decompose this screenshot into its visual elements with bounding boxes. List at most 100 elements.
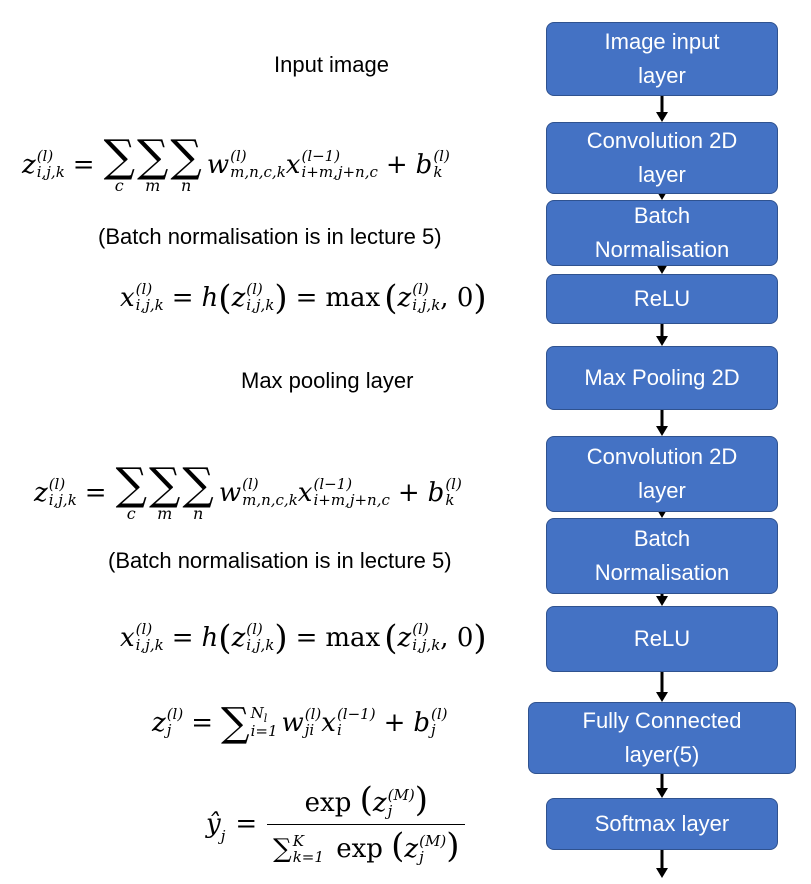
eq-fc-sum-top-sub: l	[263, 711, 268, 725]
box-softmax-label: Softmax layer	[594, 811, 730, 836]
eq-conv2-z-sup: (l)	[48, 475, 66, 494]
box-softmax: Softmax layer	[546, 798, 778, 850]
box-fully-connected-line2: layer(5)	[624, 742, 700, 767]
eq-relu1-z2-sup: (l)	[412, 280, 429, 299]
eq-relu2-h: h	[201, 623, 219, 653]
eq-conv1-x-sup: (l−1)	[301, 147, 341, 166]
box-batchnorm-2-line1: Batch	[633, 526, 691, 551]
eq-relu2-z-sup: (l)	[246, 620, 263, 639]
eq-relu2-zero: 0	[456, 623, 474, 653]
eq-relu1-z: z	[231, 283, 246, 313]
box-conv2d-1-line2: layer	[638, 162, 686, 187]
flow-arrow-head-8	[656, 692, 668, 702]
eq-conv1-b-sub: k	[433, 163, 443, 181]
eq-conv1-sum-m: m	[145, 175, 161, 195]
eq-conv2-sum-c: c	[126, 503, 136, 523]
eq-relu1-zero: 0	[456, 283, 474, 313]
eq-conv2-w-sub: m,n,c,k	[242, 491, 298, 509]
eq-softmax-den-z: z	[404, 833, 419, 864]
label-batchnorm-note-1: (Batch normalisation is in lecture 5)	[98, 224, 442, 249]
eq-conv1-z-sub: i,j,k	[36, 163, 65, 181]
eq-relu1-x-sub: i,j,k	[135, 296, 164, 314]
eq-relu2-z2: z	[397, 623, 412, 653]
eq-fc-sum-top: N	[250, 703, 264, 722]
eq-softmax-num-z: z	[372, 787, 387, 818]
eq-conv1-b: b	[415, 150, 433, 180]
eq-fc-sum-bottom: i=1	[250, 722, 278, 741]
eq-fc-z-sub: j	[166, 721, 172, 739]
eq-softmax-den-z-sup: (M)	[419, 831, 447, 850]
box-maxpool-label: Max Pooling 2D	[584, 365, 740, 390]
label-batchnorm-note-2: (Batch normalisation is in lecture 5)	[108, 548, 452, 573]
flow-arrow-head-9	[656, 788, 668, 798]
eq-fc-x: x	[321, 708, 336, 738]
box-relu-2: ReLU	[546, 606, 778, 672]
box-conv2d-2-line2: layer	[638, 478, 686, 503]
eq-conv1-w-sub: m,n,c,k	[230, 163, 286, 181]
eq-relu1-z2-sub: i,j,k	[412, 296, 441, 314]
eq-fc-x-sup: (l−1)	[336, 705, 376, 724]
eq-conv1-w-sup: (l)	[230, 147, 247, 166]
eq-softmax-den-sum: ∑	[273, 833, 292, 864]
eq-relu1-x-sup: (l)	[135, 280, 153, 299]
box-batchnorm-1-line1: Batch	[633, 203, 691, 228]
box-image-input-line2: layer	[638, 63, 686, 88]
eq-conv1-z: z	[22, 150, 36, 180]
flow-arrow-head-3	[656, 264, 668, 274]
eq-relu1-h: h	[201, 283, 219, 313]
equation-conv-1: z(l)i,j,k = ∑c ∑m ∑n w(l)m,n,c,k x(l−1)i…	[22, 131, 450, 195]
eq-conv1-x: x	[285, 150, 301, 180]
eq-softmax-num-z-sub: j	[387, 801, 393, 820]
box-batchnorm-1-line2: Normalisation	[594, 237, 730, 262]
equation-relu-2: x(l)i,j,k = h (z(l)i,j,k) = max (z(l)i,j…	[120, 618, 487, 658]
eq-softmax-numerator: exp (z(M)j)	[304, 779, 428, 820]
eq-conv2-sum-n: n	[192, 503, 204, 523]
eq-relu2-z: z	[231, 623, 246, 653]
eq-conv2-w-sup: (l)	[242, 475, 259, 494]
eq-fc-w-sub: ji	[304, 721, 315, 739]
equation-conv-2: z(l)i,j,k = ∑c ∑m ∑n w(l)m,n,c,k x(l−1)i…	[34, 459, 462, 523]
eq-relu1-z-sup: (l)	[246, 280, 263, 299]
box-batchnorm-2-line2: Normalisation	[594, 560, 730, 585]
eq-relu2-x-sub: i,j,k	[135, 636, 164, 654]
eq-relu1-z-sub: i,j,k	[246, 296, 275, 314]
eq-softmax-yhat: ŷ	[206, 809, 221, 839]
box-image-input-line1: Image input	[604, 29, 720, 54]
eq-relu1-x: x	[120, 283, 135, 313]
eq-conv2-b: b	[427, 478, 445, 508]
eq-conv2-z: z	[34, 478, 48, 508]
equation-fully-connected: z(l)j = ∑ Nl i=1 w(l)ji x(l−1)i + b(l)j	[152, 700, 448, 746]
eq-fc-b-sub: j	[431, 721, 436, 739]
eq-conv1-b-sup: (l)	[433, 147, 450, 166]
box-relu-1: ReLU	[546, 274, 778, 324]
eq-softmax-y-sub: j	[220, 827, 226, 845]
eq-softmax-den-z-sub: j	[419, 847, 424, 866]
eq-conv1-w: w	[206, 150, 230, 180]
eq-relu2-x: x	[120, 623, 135, 653]
eq-fc-b-sup: (l)	[431, 705, 448, 724]
flow-arrow-head-7	[656, 596, 668, 606]
eq-conv2-x-sup: (l−1)	[313, 475, 353, 494]
box-conv2d-2-line1: Convolution 2D	[586, 444, 738, 469]
eq-softmax-num-z-sup: (M)	[387, 786, 415, 804]
eq-conv2-b-sup: (l)	[445, 475, 462, 494]
eq-conv2-sum-m: m	[157, 503, 173, 523]
eq-conv2-b-sub: k	[445, 491, 455, 509]
equation-relu-1: x(l)i,j,k = h (z(l)i,j,k) = max (z(l)i,j…	[120, 278, 487, 318]
eq-conv1-sum-n: n	[180, 175, 192, 195]
eq-softmax-den-sum-bottom: k=1	[292, 847, 324, 866]
box-maxpool: Max Pooling 2D	[546, 346, 778, 410]
box-relu-2-label: ReLU	[633, 626, 691, 651]
eq-softmax-den-exp: exp	[336, 833, 383, 864]
eq-fc-w: w	[281, 708, 304, 738]
eq-fc-z: z	[152, 708, 166, 738]
box-conv2d-2: Convolution 2D layer	[546, 436, 778, 512]
